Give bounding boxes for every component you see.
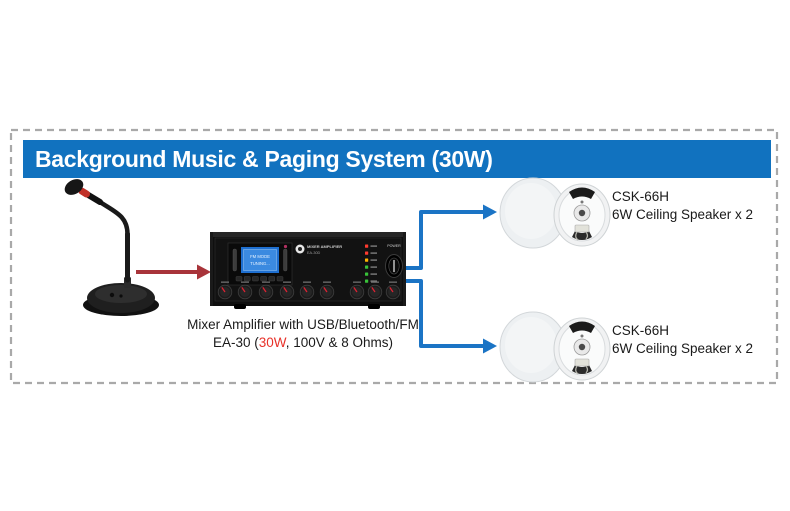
speaker-description: 6W Ceiling Speaker x 2 <box>612 341 754 356</box>
speaker-description: 6W Ceiling Speaker x 2 <box>612 207 754 222</box>
amp-brand-line1: MIXER AMPLIFIER <box>307 244 342 249</box>
speaker-front-view <box>499 177 567 249</box>
speaker-model: CSK-66H <box>612 323 670 338</box>
amp-lcd-line2: TUNING... <box>250 261 270 266</box>
speaker-label-top: CSK-66H 6W Ceiling Speaker x 2 <box>612 188 753 224</box>
amp-brand-logo: MIXER AMPLIFIER EA-30D <box>295 244 342 255</box>
page-title: Background Music & Paging System (30W) <box>35 146 493 172</box>
amplifier-caption-model-prefix: EA-30 ( <box>212 335 259 350</box>
amp-power-label: POWER <box>387 244 401 248</box>
gooseneck-microphone-image <box>64 179 159 316</box>
amplifier-caption-model-suffix: , 100V & 8 Ohms) <box>285 335 394 350</box>
title-banner: Background Music & Paging System (30W) <box>23 140 771 178</box>
ceiling-speaker-pair-bottom <box>499 311 611 383</box>
amp-brand-line2: EA-30D <box>307 251 321 255</box>
mic-red-band <box>78 187 90 198</box>
speaker-label-bottom: CSK-66H 6W Ceiling Speaker x 2 <box>612 322 753 358</box>
speaker-back-view <box>553 317 611 381</box>
amplifier-caption-wattage: 30W <box>258 335 286 350</box>
amp-status-led <box>283 244 288 249</box>
speaker-model: CSK-66H <box>612 189 670 204</box>
mic-gooseneck <box>97 199 130 283</box>
amplifier-caption-line1: Mixer Amplifier with USB/Bluetooth/FM <box>187 317 419 332</box>
speaker-back-view <box>553 183 611 247</box>
amplifier-caption-line2: EA-30 (30W, 100V & 8 Ohms) <box>163 334 443 352</box>
amp-power-button: POWER <box>385 244 403 278</box>
amp-lcd-display: FM MODE TUNING... <box>227 242 293 286</box>
amp-lcd-line1: FM MODE <box>250 254 270 259</box>
ceiling-speaker-pair-top <box>499 177 611 249</box>
amp-knob-row <box>217 281 401 300</box>
mixer-amplifier-image: FM MODE TUNING... MIXER AMPLIFIER EA-30D <box>210 232 406 309</box>
mic-base <box>83 277 159 316</box>
mic-capsule <box>64 179 103 205</box>
amp-led-meter <box>365 244 377 283</box>
amp-function-buttons <box>235 276 284 282</box>
amplifier-caption: Mixer Amplifier with USB/Bluetooth/FM EA… <box>163 316 443 352</box>
